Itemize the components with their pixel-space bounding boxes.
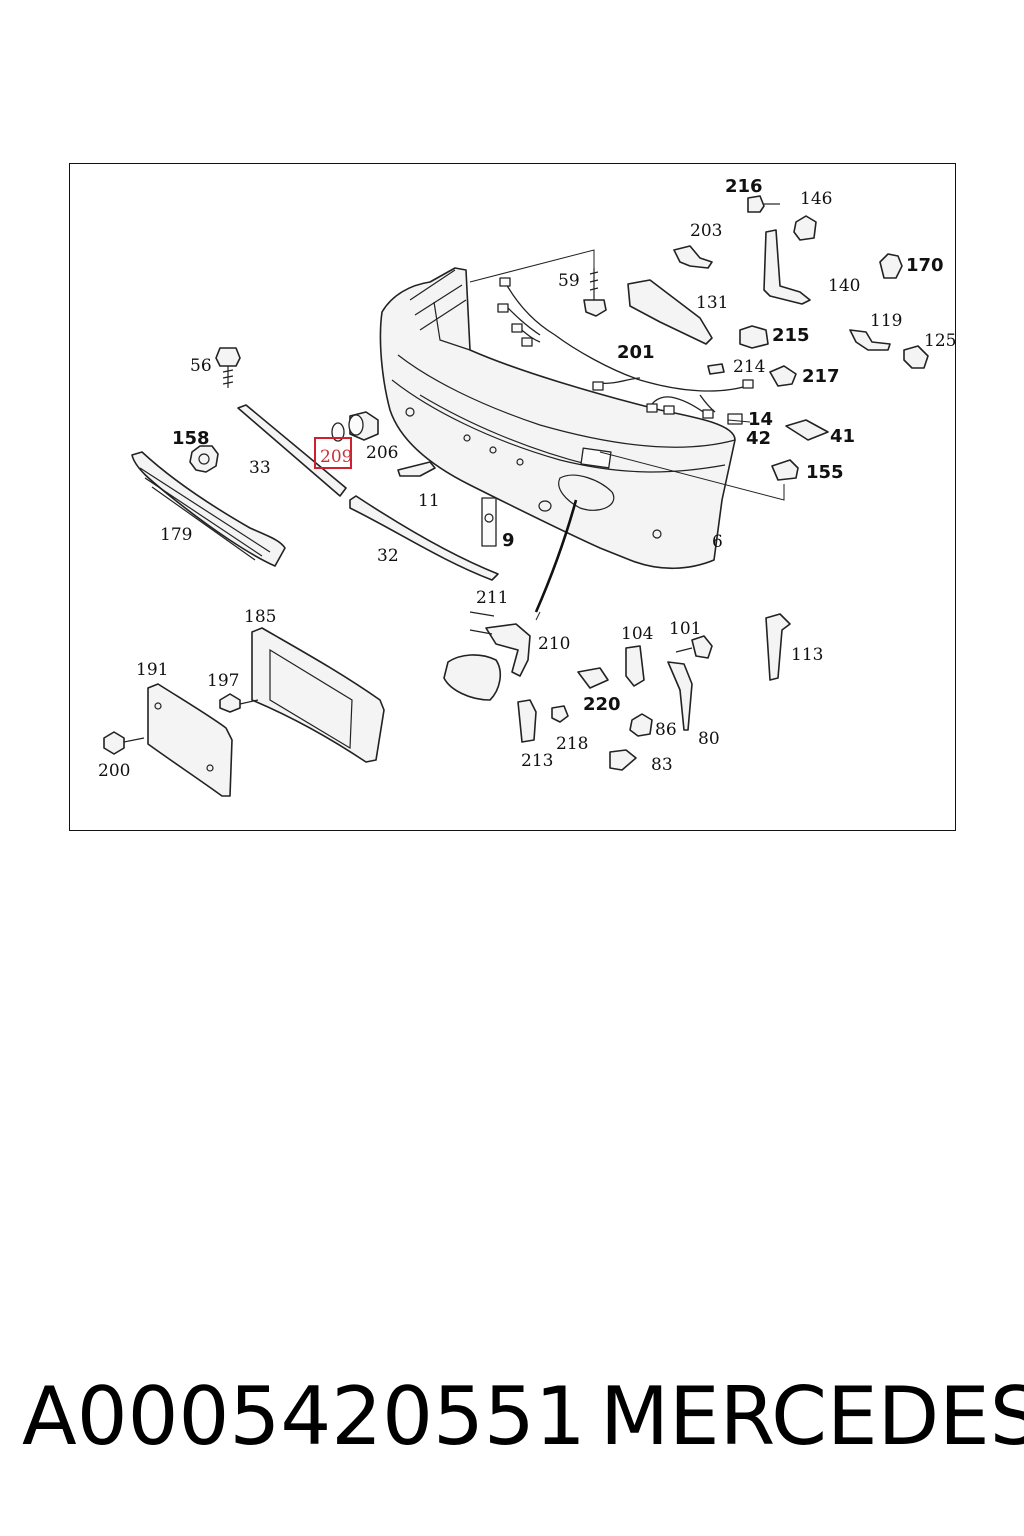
nut-170	[879, 253, 903, 279]
clip-9	[481, 497, 497, 547]
screw-197	[219, 693, 259, 713]
ring-209	[331, 422, 345, 442]
callout-214: 214	[733, 357, 765, 377]
lamp-housing-210	[443, 623, 531, 701]
callout-113: 113	[791, 645, 823, 665]
clip-203	[673, 245, 713, 269]
callout-216: 216	[725, 176, 763, 197]
callout-33: 33	[249, 458, 271, 478]
pin-214	[707, 363, 725, 375]
stud-218	[551, 705, 569, 723]
callout-218: 218	[556, 734, 588, 754]
bracket-11	[397, 461, 436, 477]
callout-201: 201	[617, 342, 655, 363]
bracket-113	[765, 613, 791, 681]
leader-lines	[469, 249, 785, 621]
callout-labels: 216 146 203 170 59 131 140 215 119 125 5…	[98, 176, 956, 781]
callout-59: 59	[558, 271, 580, 291]
screw-217	[769, 365, 797, 387]
clip-220	[577, 667, 609, 689]
clip-14-42	[727, 413, 743, 425]
callout-146: 146	[800, 189, 832, 209]
bumper-cover	[379, 267, 736, 570]
callout-217: 217	[802, 366, 840, 387]
clip-211	[469, 611, 495, 635]
callout-41: 41	[830, 426, 855, 447]
callout-83: 83	[651, 755, 673, 775]
callout-125: 125	[924, 331, 956, 351]
callout-170: 170	[906, 255, 944, 276]
callout-210: 210	[538, 634, 570, 654]
callout-86: 86	[655, 720, 677, 740]
bracket-119	[849, 329, 891, 351]
callout-6: 6	[712, 532, 723, 552]
bracket-41	[785, 419, 829, 441]
highlight-box-209	[314, 437, 352, 469]
callout-185: 185	[244, 607, 276, 627]
callout-158: 158	[172, 428, 210, 449]
bolt-101	[675, 635, 713, 659]
bolt-215	[739, 325, 769, 349]
license-plate-holder-185	[251, 627, 385, 763]
cap-155	[771, 459, 799, 481]
callout-119: 119	[870, 311, 902, 331]
bracket-80	[667, 661, 693, 731]
callout-213: 213	[521, 751, 553, 771]
callout-206: 206	[366, 443, 398, 463]
nut-86	[629, 713, 653, 737]
wiring-harness	[497, 277, 754, 419]
trim-strip-32	[349, 495, 499, 581]
callout-32: 32	[377, 546, 399, 566]
callout-9: 9	[502, 530, 515, 551]
callout-179: 179	[160, 525, 192, 545]
callout-211: 211	[476, 588, 508, 608]
part-number: A0005420551	[22, 1370, 586, 1463]
manufacturer-name: MERCEDES	[600, 1370, 1024, 1463]
screw-59	[583, 268, 607, 317]
callout-104: 104	[621, 624, 653, 644]
bolt-125	[903, 345, 929, 369]
callout-80: 80	[698, 729, 720, 749]
nut-158	[189, 445, 219, 473]
trim-strip-33	[237, 404, 347, 497]
callout-140: 140	[828, 276, 860, 296]
callout-11: 11	[418, 491, 440, 511]
callout-56: 56	[190, 356, 212, 376]
screw-200	[103, 731, 145, 755]
callout-101: 101	[669, 619, 701, 639]
clip-104	[625, 645, 645, 687]
callout-200: 200	[98, 761, 130, 781]
callout-197: 197	[207, 671, 239, 691]
grille-179	[131, 451, 286, 567]
absorber-131	[627, 279, 713, 345]
clip-213	[517, 699, 537, 743]
plate-base-191	[147, 683, 233, 797]
callout-14: 14	[748, 409, 773, 430]
callout-42: 42	[746, 428, 771, 449]
bolt-56	[215, 347, 241, 388]
nut-146	[793, 215, 817, 241]
callout-209: 209	[320, 447, 352, 467]
callout-215: 215	[772, 325, 810, 346]
callout-191: 191	[136, 660, 168, 680]
callout-131: 131	[696, 293, 728, 313]
bolt-216	[747, 195, 780, 213]
bracket-140	[763, 229, 811, 305]
callout-155: 155	[806, 462, 844, 483]
sensor-206	[348, 411, 379, 441]
callout-220: 220	[583, 694, 621, 715]
callout-203: 203	[690, 221, 722, 241]
bracket-83	[609, 749, 637, 771]
bottom-caption: A0005420551 MERCEDES	[0, 1370, 1024, 1480]
